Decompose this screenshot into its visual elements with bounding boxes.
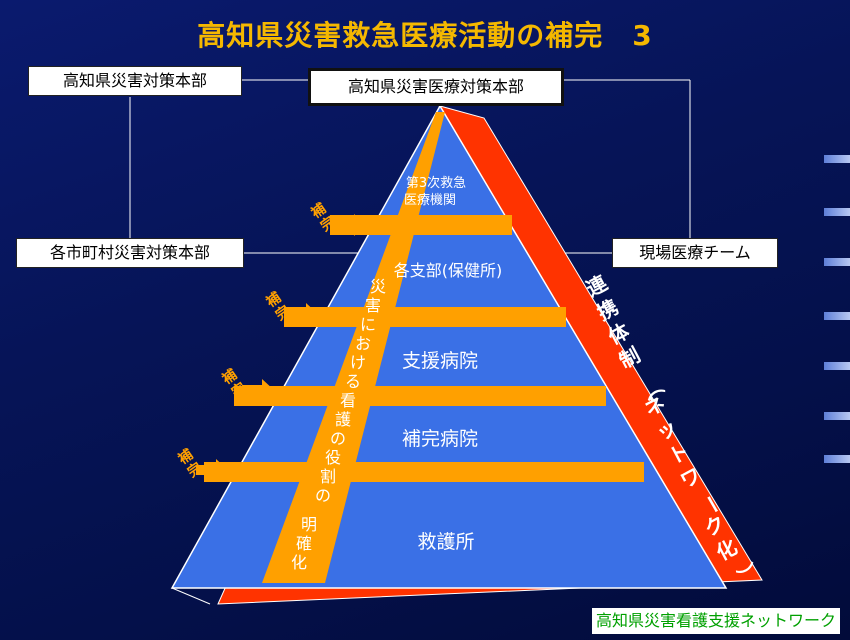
arrow-icon xyxy=(242,379,274,401)
decor-stripe xyxy=(824,362,850,370)
arrow-icon xyxy=(286,303,318,325)
svg-text:看: 看 xyxy=(340,391,356,410)
page-title: 高知県災害救急医療活動の補完 3 xyxy=(197,19,653,52)
band-1 xyxy=(330,215,512,235)
pref-medical-hq-box: 高知県災害医療対策本部 xyxy=(308,68,564,106)
arrow-icon xyxy=(196,459,228,481)
supplement-label: 補完 xyxy=(174,446,205,481)
connector-lines xyxy=(129,79,691,254)
svg-text:確: 確 xyxy=(296,534,312,553)
svg-text:の: の xyxy=(330,429,346,448)
decor-stripe xyxy=(824,412,850,420)
decor-stripe xyxy=(824,312,850,320)
decor-stripe xyxy=(824,258,850,266)
tier-label-tertiary-2: 医療機関 xyxy=(404,193,456,208)
nursing-role-band xyxy=(262,112,445,583)
svg-text:化: 化 xyxy=(291,553,307,572)
tier-label-support-hospital: 支援病院 xyxy=(402,350,478,372)
svg-text:役: 役 xyxy=(325,448,341,467)
svg-text:お: お xyxy=(355,334,371,353)
band-2 xyxy=(284,307,566,327)
tier-label-tertiary-1: 第3次救急 xyxy=(406,175,466,191)
footer-network-name: 高知県災害看護支援ネットワーク xyxy=(591,608,840,634)
svg-text:護: 護 xyxy=(335,410,351,429)
supplement-label: 補完 xyxy=(218,366,249,401)
svg-text:に: に xyxy=(360,315,376,334)
band-4 xyxy=(204,462,644,482)
svg-text:害: 害 xyxy=(365,296,381,315)
supplement-arrows xyxy=(196,214,366,481)
tier-label-branch: 各支部(保健所) xyxy=(394,261,503,280)
supplement-label: 補完 xyxy=(262,289,293,324)
svg-text:の: の xyxy=(315,486,331,505)
tier-label-supplement-hospital: 補完病院 xyxy=(402,428,478,450)
field-team-box: 現場医療チーム xyxy=(612,238,778,268)
decor-stripe xyxy=(824,208,850,216)
tier-label-aid-station: 救護所 xyxy=(417,531,474,553)
nursing-role-text: 災 害 に お け る 看 護 の 役 割 の 明 確 化 xyxy=(291,277,386,572)
svg-text:明: 明 xyxy=(301,515,317,534)
svg-text:災: 災 xyxy=(370,277,386,296)
band-3 xyxy=(234,386,606,406)
pref-disaster-hq-box: 高知県災害対策本部 xyxy=(28,66,242,96)
decor-stripe xyxy=(824,155,850,163)
arrow-icon xyxy=(332,214,366,236)
svg-text:割: 割 xyxy=(320,467,336,486)
decor-stripe xyxy=(824,455,850,463)
svg-text:る: る xyxy=(345,372,361,391)
svg-text:け: け xyxy=(350,353,366,372)
municipal-hq-box: 各市町村災害対策本部 xyxy=(16,238,244,268)
